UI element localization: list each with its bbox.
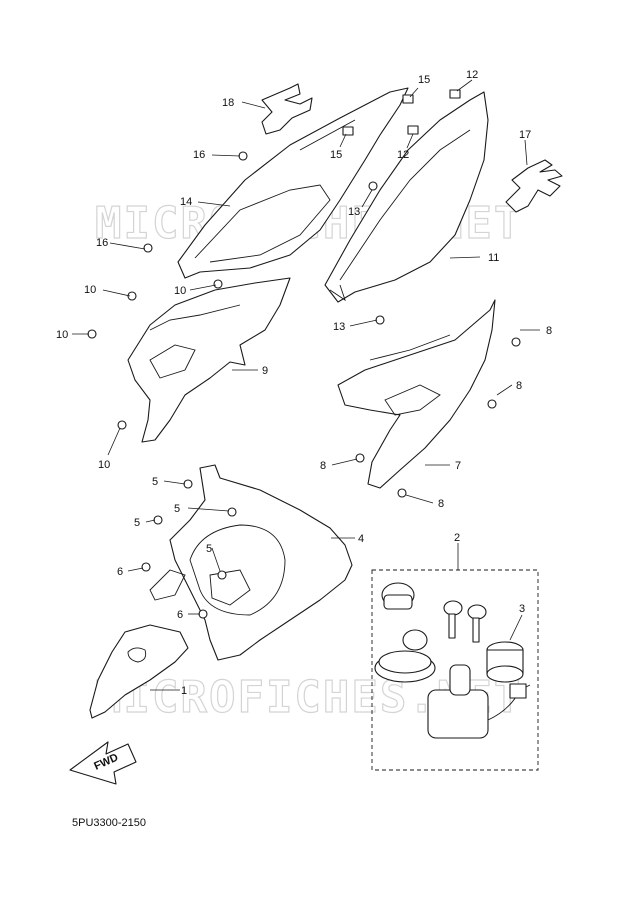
diagram-code: 5PU3300-2150	[72, 817, 146, 829]
callout-2: 2	[454, 532, 460, 544]
part-2-key-set-box	[371, 569, 539, 771]
callout-8-a: 8	[546, 325, 552, 337]
callout-7: 7	[455, 460, 461, 472]
callout-17: 17	[519, 129, 531, 141]
callout-5-a: 5	[152, 476, 158, 488]
callout-3: 3	[519, 603, 525, 615]
callout-12-bottom: 12	[397, 149, 409, 161]
keys	[443, 600, 487, 643]
callout-10-d: 10	[98, 459, 110, 471]
callout-4: 4	[358, 533, 364, 545]
callout-16-bottom: 16	[96, 237, 108, 249]
callout-15-bottom: 15	[330, 149, 342, 161]
part-3-cap	[486, 641, 524, 683]
callout-10-c: 10	[56, 329, 68, 341]
callout-6-a: 6	[117, 566, 123, 578]
callout-1: 1	[181, 685, 187, 697]
callout-5-b: 5	[174, 503, 180, 515]
callout-15-top: 15	[418, 74, 430, 86]
callout-9: 9	[262, 365, 268, 377]
part-11-side-cover	[324, 91, 489, 303]
callout-6-b: 6	[177, 609, 183, 621]
callout-8-c: 8	[320, 460, 326, 472]
callout-13-top: 13	[348, 206, 360, 218]
callout-10-b: 10	[174, 285, 186, 297]
callout-5-c: 5	[134, 517, 140, 529]
callout-5-d: 5	[206, 543, 212, 555]
callout-18: 18	[222, 97, 234, 109]
leader-lines	[72, 79, 540, 691]
part-4-inner-panel	[149, 464, 353, 661]
fuel-cap	[374, 629, 436, 683]
part-9-panel	[127, 277, 291, 443]
callout-16-top: 16	[193, 149, 205, 161]
callout-11: 11	[488, 252, 499, 264]
callout-labels: 18 15 12 16 15 12 17 14 13 16 11 10 10 1…	[56, 69, 552, 697]
part-18-sticker	[261, 83, 313, 135]
callout-14: 14	[180, 196, 192, 208]
callout-12-top: 12	[466, 69, 478, 81]
part-7-panel	[337, 299, 496, 489]
callout-13-bottom: 13	[333, 321, 345, 333]
forward-arrow: FWD	[69, 741, 137, 785]
fasteners	[87, 89, 521, 619]
callout-8-b: 8	[516, 380, 522, 392]
main-switch	[427, 664, 531, 739]
part-17-emblem	[505, 159, 563, 213]
lock-cylinder	[381, 582, 415, 610]
callout-8-d: 8	[438, 498, 444, 510]
callout-10-a: 10	[84, 284, 96, 296]
part-1-cover	[89, 624, 189, 719]
